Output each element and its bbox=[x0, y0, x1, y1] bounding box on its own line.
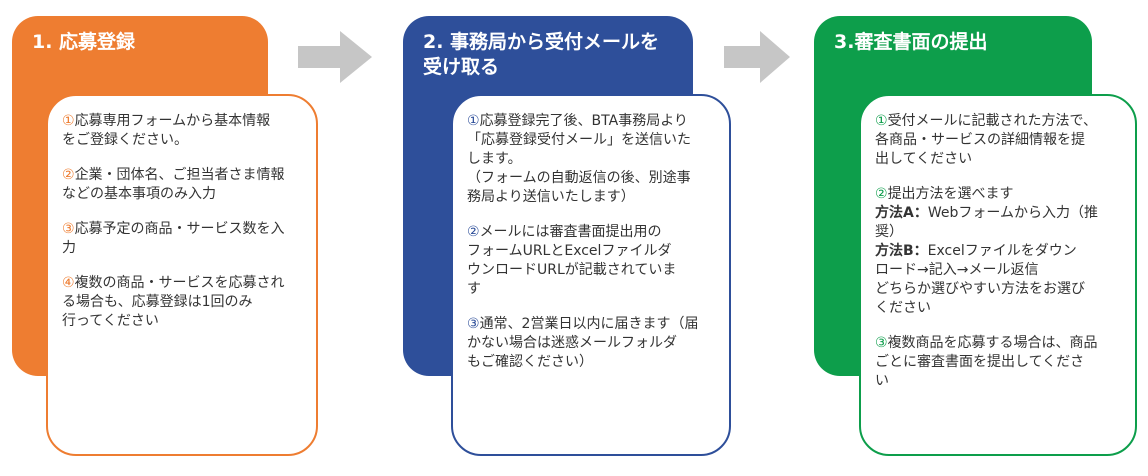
item-number: ① bbox=[62, 113, 75, 129]
item-text: 行ってください bbox=[62, 313, 159, 329]
method-a-label: 方法A： bbox=[875, 205, 928, 221]
item-text: ロード→記入→メール返信 bbox=[875, 262, 1039, 278]
item-text: る場合も、応募登録は1回のみ bbox=[62, 294, 253, 310]
item-text: します。 bbox=[467, 151, 522, 167]
item-text: 力 bbox=[62, 240, 76, 256]
arrow-right-icon bbox=[724, 31, 790, 83]
method-b-text: Excelファイルをダウン bbox=[927, 243, 1077, 259]
item-text: す bbox=[467, 281, 481, 297]
method-a-text: Webフォームから入力（推 bbox=[927, 205, 1098, 221]
step2-title-line: 受け取る bbox=[423, 56, 500, 78]
step3-item-3: ③複数商品を応募する場合は、商品 ごとに審査書面を提出してくださ い bbox=[875, 334, 1123, 391]
item-text: 務局より送信いたします） bbox=[467, 189, 635, 205]
item-text: もご確認ください） bbox=[467, 354, 593, 370]
step1-item-3: ③応募予定の商品・サービス数を入 力 bbox=[62, 220, 304, 258]
item-text: 企業・団体名、ご担当者さま情報 bbox=[74, 167, 285, 183]
item-number: ③ bbox=[62, 221, 75, 237]
item-text: メールには審査書面提出用の bbox=[479, 224, 662, 240]
step1-title: 1. 応募登録 bbox=[32, 31, 136, 53]
item-number: ② bbox=[62, 167, 75, 183]
item-text: 出してください bbox=[875, 151, 973, 167]
item-number: ③ bbox=[875, 335, 888, 351]
step1-item-2: ②企業・団体名、ご担当者さま情報 などの基本事項のみ入力 bbox=[62, 166, 304, 204]
arrow-right-icon bbox=[298, 31, 372, 83]
step3-item-1: ①受付メールに記載された方法で、 各商品・サービスの詳細情報を提 出してください bbox=[875, 112, 1123, 169]
step3-card: ①受付メールに記載された方法で、 各商品・サービスの詳細情報を提 出してください… bbox=[859, 94, 1137, 456]
item-text: などの基本事項のみ入力 bbox=[62, 186, 216, 202]
item-text: 「応募登録受付メール」を送信いた bbox=[467, 132, 691, 148]
step3-title: 3.審査書面の提出 bbox=[834, 31, 988, 53]
item-text: 複数の商品・サービスを応募され bbox=[74, 275, 285, 291]
item-number: ③ bbox=[467, 316, 480, 332]
step2-item-1: ①応募登録完了後、BTA事務局より 「応募登録受付メール」を送信いた します。 … bbox=[467, 112, 717, 207]
item-text: 奨） bbox=[875, 224, 903, 240]
item-text: 受付メールに記載された方法で、 bbox=[887, 113, 1098, 129]
item-text: どちらか選びやすい方法をお選び bbox=[875, 281, 1085, 297]
item-number: ① bbox=[467, 113, 480, 129]
item-number: ② bbox=[875, 186, 888, 202]
item-text: ください bbox=[875, 300, 931, 316]
method-a-line: 方法A：Webフォームから入力（推 bbox=[875, 204, 1123, 223]
item-text: 通常、2営業日以内に届きます（届 bbox=[479, 316, 699, 332]
item-text: 応募登録完了後、BTA事務局より bbox=[479, 113, 688, 129]
method-b-line: 方法B：Excelファイルをダウン bbox=[875, 242, 1123, 261]
item-text: フォームURLとExcelファイルダ bbox=[467, 243, 672, 259]
item-text: （フォームの自動返信の後、別途事 bbox=[467, 170, 691, 186]
item-number: ④ bbox=[62, 275, 75, 291]
step1-item-1: ①応募専用フォームから基本情報 をご登録ください。 bbox=[62, 112, 304, 150]
item-number: ② bbox=[467, 224, 480, 240]
item-text: をご登録ください。 bbox=[62, 132, 188, 148]
step2-item-2: ②メールには審査書面提出用の フォームURLとExcelファイルダ ウンロードU… bbox=[467, 223, 717, 299]
step2-card: ①応募登録完了後、BTA事務局より 「応募登録受付メール」を送信いた します。 … bbox=[451, 94, 731, 456]
step2-title-line: 2. 事務局から受付メールを bbox=[423, 31, 660, 53]
item-text: 応募専用フォームから基本情報 bbox=[74, 113, 271, 129]
step1-item-4: ④複数の商品・サービスを応募され る場合も、応募登録は1回のみ 行ってください bbox=[62, 274, 304, 331]
item-text: 提出方法を選べます bbox=[887, 186, 1014, 202]
item-text: かない場合は迷惑メールフォルダ bbox=[467, 335, 677, 351]
step2-item-3: ③通常、2営業日以内に届きます（届 かない場合は迷惑メールフォルダ もご確認くだ… bbox=[467, 315, 717, 372]
item-text: 応募予定の商品・サービス数を入 bbox=[74, 221, 285, 237]
item-text: 各商品・サービスの詳細情報を提 bbox=[875, 132, 1085, 148]
item-text: ごとに審査書面を提出してくださ bbox=[875, 354, 1085, 370]
step1-card: ①応募専用フォームから基本情報 をご登録ください。 ②企業・団体名、ご担当者さま… bbox=[46, 94, 318, 456]
step3-item-2: ②提出方法を選べます 方法A：Webフォームから入力（推 奨） 方法B：Exce… bbox=[875, 185, 1123, 318]
item-text: い bbox=[875, 373, 889, 389]
item-text: ウンロードURLが記載されていま bbox=[467, 262, 677, 278]
item-text: 複数商品を応募する場合は、商品 bbox=[887, 335, 1098, 351]
method-b-label: 方法B： bbox=[875, 243, 928, 259]
item-number: ① bbox=[875, 113, 888, 129]
